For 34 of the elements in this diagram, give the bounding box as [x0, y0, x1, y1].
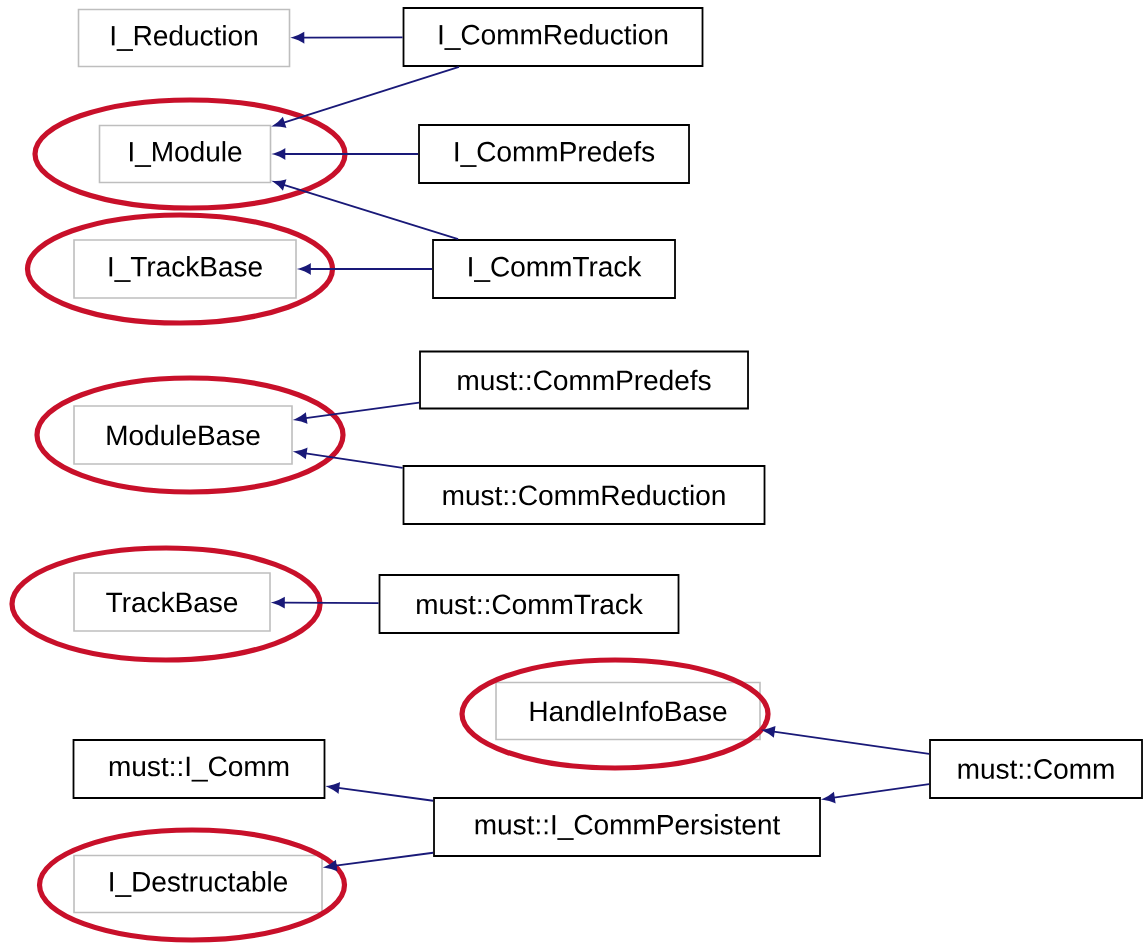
- highlight-ellipse: [9, 545, 323, 663]
- arrow: [295, 401, 420, 424]
- class-box: must::CommTrack: [378, 574, 680, 634]
- class-box: I_Module: [98, 124, 272, 184]
- arrow: [823, 783, 930, 803]
- highlight-ellipse: [34, 375, 346, 495]
- class-box: TrackBase: [73, 572, 271, 632]
- class-box: must::I_CommPersistent: [433, 797, 821, 857]
- class-box: I_Destructable: [73, 854, 323, 914]
- arrow: [763, 726, 930, 755]
- highlight-ellipse: [32, 97, 348, 211]
- arrow: [273, 148, 419, 160]
- class-box: I_TrackBase: [73, 239, 297, 299]
- arrow: [273, 179, 459, 240]
- class-box: must::Comm: [929, 739, 1143, 799]
- arrow: [327, 782, 434, 802]
- highlight-ellipse: [36, 827, 348, 943]
- class-box: must::I_Comm: [72, 739, 326, 799]
- class-box: I_CommPredefs: [418, 124, 690, 184]
- arrow: [292, 32, 404, 43]
- class-box: I_CommReduction: [402, 7, 704, 67]
- class-box: ModuleBase: [73, 405, 293, 465]
- class-box: must::CommPredefs: [419, 350, 749, 410]
- arrow: [299, 263, 433, 275]
- arrow: [273, 66, 460, 128]
- highlight-ellipse: [24, 212, 336, 326]
- arrow: [295, 448, 404, 469]
- highlight-ellipse: [459, 657, 771, 771]
- class-box: must::CommReduction: [402, 465, 766, 525]
- arrow: [325, 851, 434, 871]
- arrow: [273, 597, 380, 608]
- class-box: I_CommTrack: [432, 239, 676, 299]
- class-box: I_Reduction: [77, 8, 291, 68]
- class-box: HandleInfoBase: [495, 681, 761, 741]
